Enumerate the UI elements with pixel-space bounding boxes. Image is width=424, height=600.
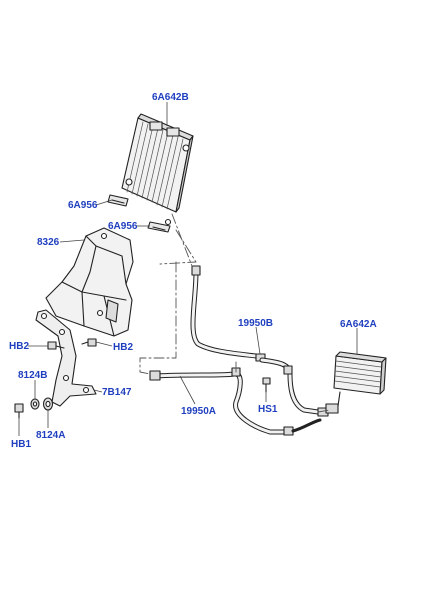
callout-6a642a: 6A642A [340,319,377,330]
callout-hb1: HB1 [11,439,32,450]
callout-hs1: HS1 [258,404,278,415]
bracket-6a956-right [147,218,172,233]
bolt-hb2-right [81,338,97,347]
callout-hb2-left: HB2 [9,341,30,352]
bolt-hb2-left [47,341,65,350]
clip-hs1 [262,377,271,393]
callout-19950a: 19950A [181,406,217,417]
leader-lines [18,102,358,436]
callout-8124b: 8124B [18,370,48,381]
callout-8124a: 8124A [36,430,66,441]
bracket-6a956-left [107,194,129,207]
support-bracket-7b147 [35,309,97,407]
callout-8326: 8326 [37,237,60,248]
hose-19950b [190,265,329,417]
callout-19950b: 19950B [238,318,274,329]
callout-6a642b: 6A642B [152,92,189,103]
callout-6a956-right: 6A956 [108,221,138,232]
hose-19950a [149,367,322,436]
grommet-8124b [30,398,40,410]
oil-cooler-6a642b [121,113,194,213]
callout-6a956-left: 6A956 [68,200,98,211]
phantom-lines [139,213,331,413]
bolt-hb1 [14,403,24,419]
callout-hb2-right: HB2 [113,342,134,353]
shroud-8326 [45,227,134,337]
callout-7b147: 7B147 [102,387,132,398]
oil-cooler-6a642a [325,351,387,414]
grommet-8124a [42,397,54,411]
